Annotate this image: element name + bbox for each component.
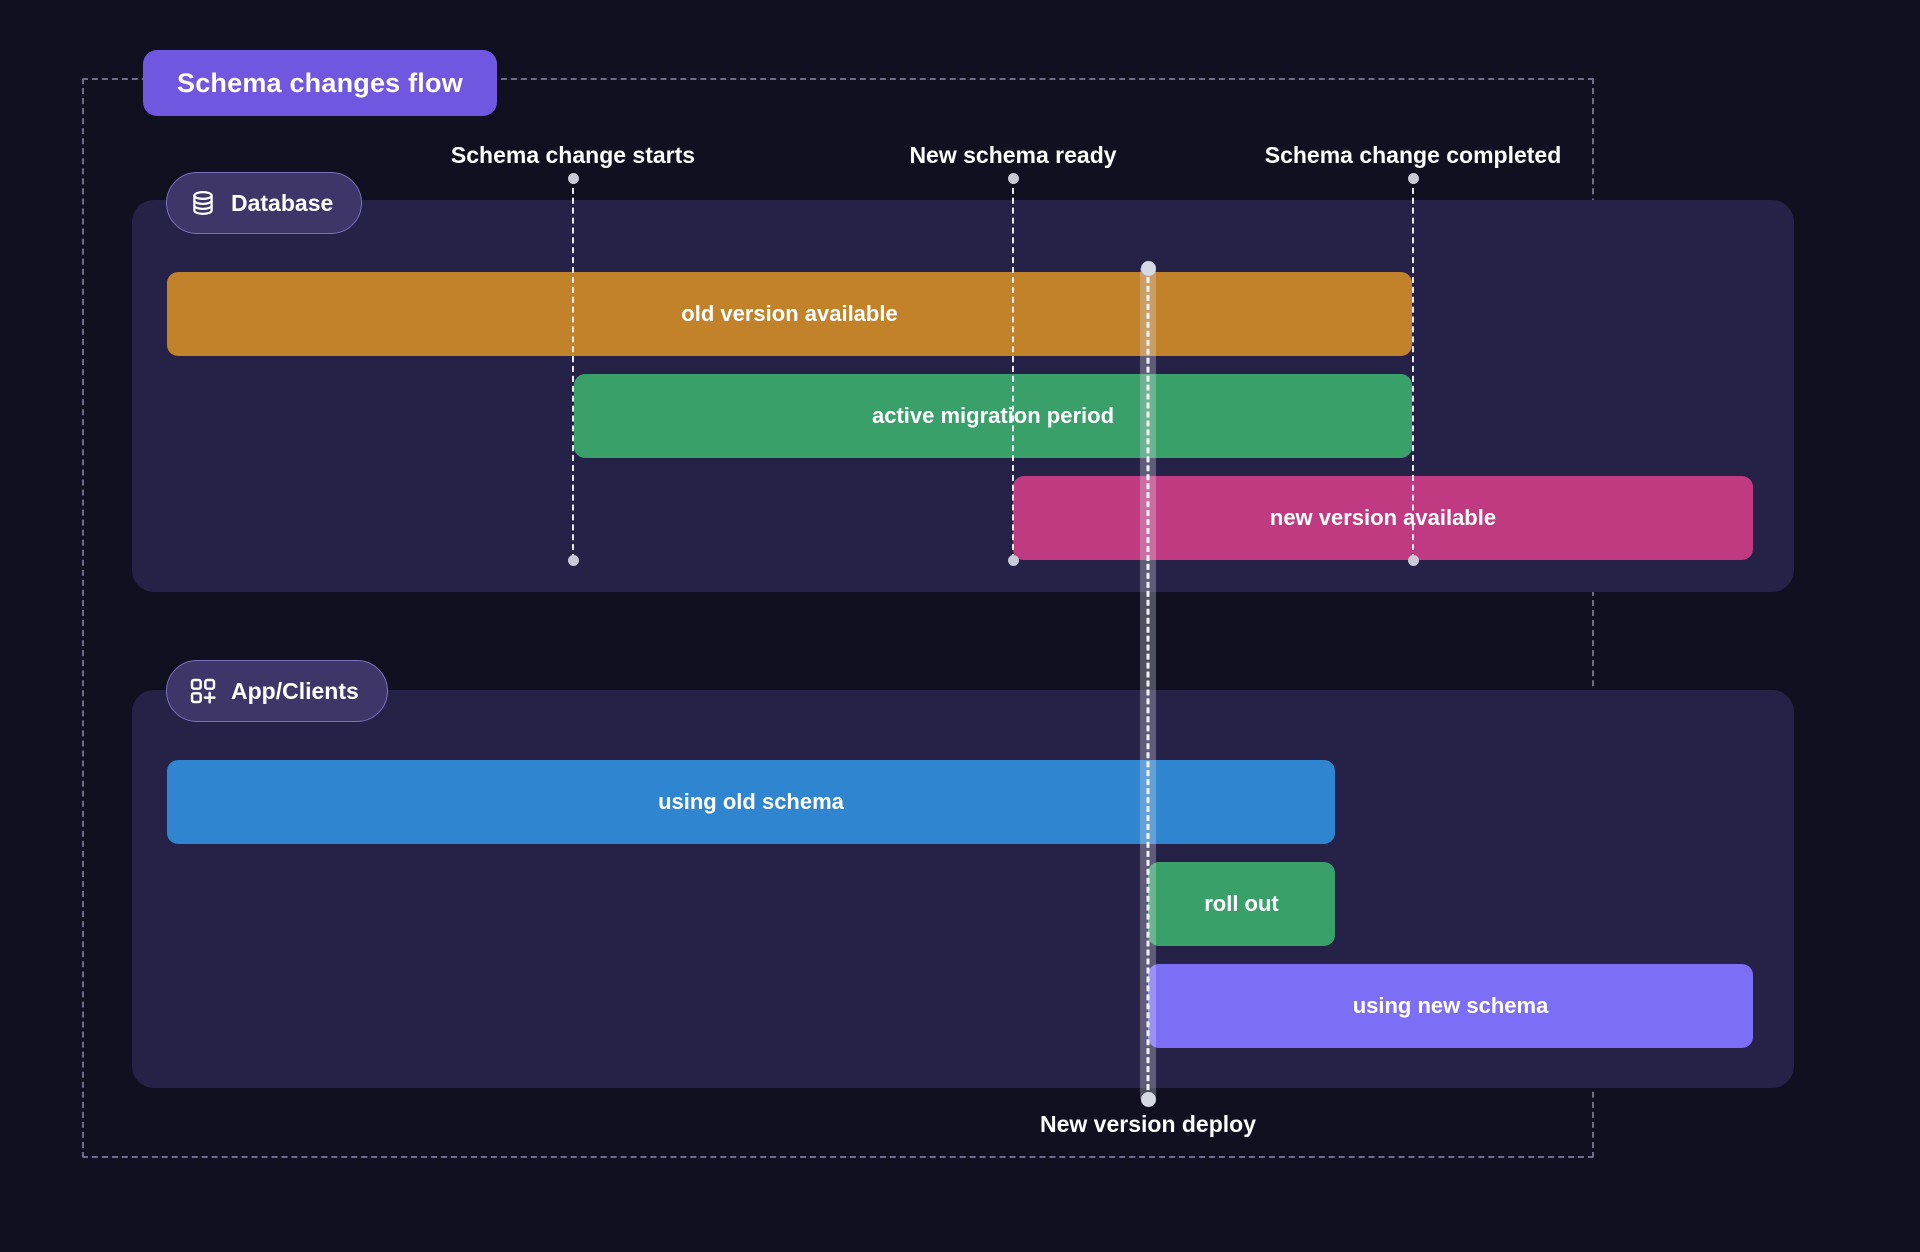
milestone-line (572, 178, 574, 560)
bar-using-new-schema[interactable]: using new schema (1148, 964, 1753, 1048)
milestone-dot-top (1007, 172, 1019, 184)
milestone-schema-change-starts: Schema change starts (451, 142, 695, 566)
lane-pill-label: Database (231, 189, 334, 216)
bar-roll-out[interactable]: roll out (1148, 862, 1335, 946)
bar-label: using new schema (1352, 993, 1549, 1018)
deploy-dot-top (1140, 260, 1156, 276)
milestone-label: Schema change completed (1264, 142, 1562, 168)
bar-old-version-available[interactable]: old version available (167, 272, 1412, 356)
page-title: Schema changes flow (177, 67, 463, 98)
diagram-outer-frame (82, 78, 1594, 1158)
milestone-dot-top (1407, 172, 1419, 184)
lane-pill-database[interactable]: Database (166, 172, 363, 234)
milestone-dot-bottom (1407, 554, 1419, 566)
milestone-dot-top (567, 172, 579, 184)
grid-plus-icon (189, 677, 217, 705)
lane-pill-label: App/Clients (231, 677, 359, 704)
bar-using-old-schema[interactable]: using old schema (167, 760, 1335, 844)
deploy-dot-bottom (1140, 1091, 1156, 1107)
lane-pill-app-clients[interactable]: App/Clients (166, 660, 388, 722)
milestone-new-schema-ready: New schema ready (909, 142, 1117, 566)
deploy-marker: New version deploy (1040, 260, 1256, 1137)
milestone-schema-change-completed: Schema change completed (1265, 142, 1561, 566)
bar-label: old version available (681, 301, 898, 326)
bar-label: active migration period (871, 403, 1115, 428)
diagram-title-chip: Schema changes flow (143, 50, 497, 116)
milestone-label: New schema ready (909, 142, 1117, 168)
milestone-dot-bottom (567, 554, 579, 566)
bar-new-version-available[interactable]: new version available (1013, 476, 1753, 560)
bar-label: using old schema (658, 789, 844, 814)
database-icon (189, 189, 217, 217)
milestone-label: Schema change starts (450, 142, 696, 168)
bar-label: new version available (1269, 505, 1497, 530)
bar-active-migration-period[interactable]: active migration period (574, 374, 1412, 458)
milestone-line (1012, 178, 1014, 560)
deploy-label: New version deploy (1039, 1111, 1257, 1137)
milestone-line (1412, 178, 1414, 560)
bar-label: roll out (1204, 891, 1279, 916)
milestone-dot-bottom (1007, 554, 1019, 566)
deploy-line (1146, 268, 1150, 1099)
